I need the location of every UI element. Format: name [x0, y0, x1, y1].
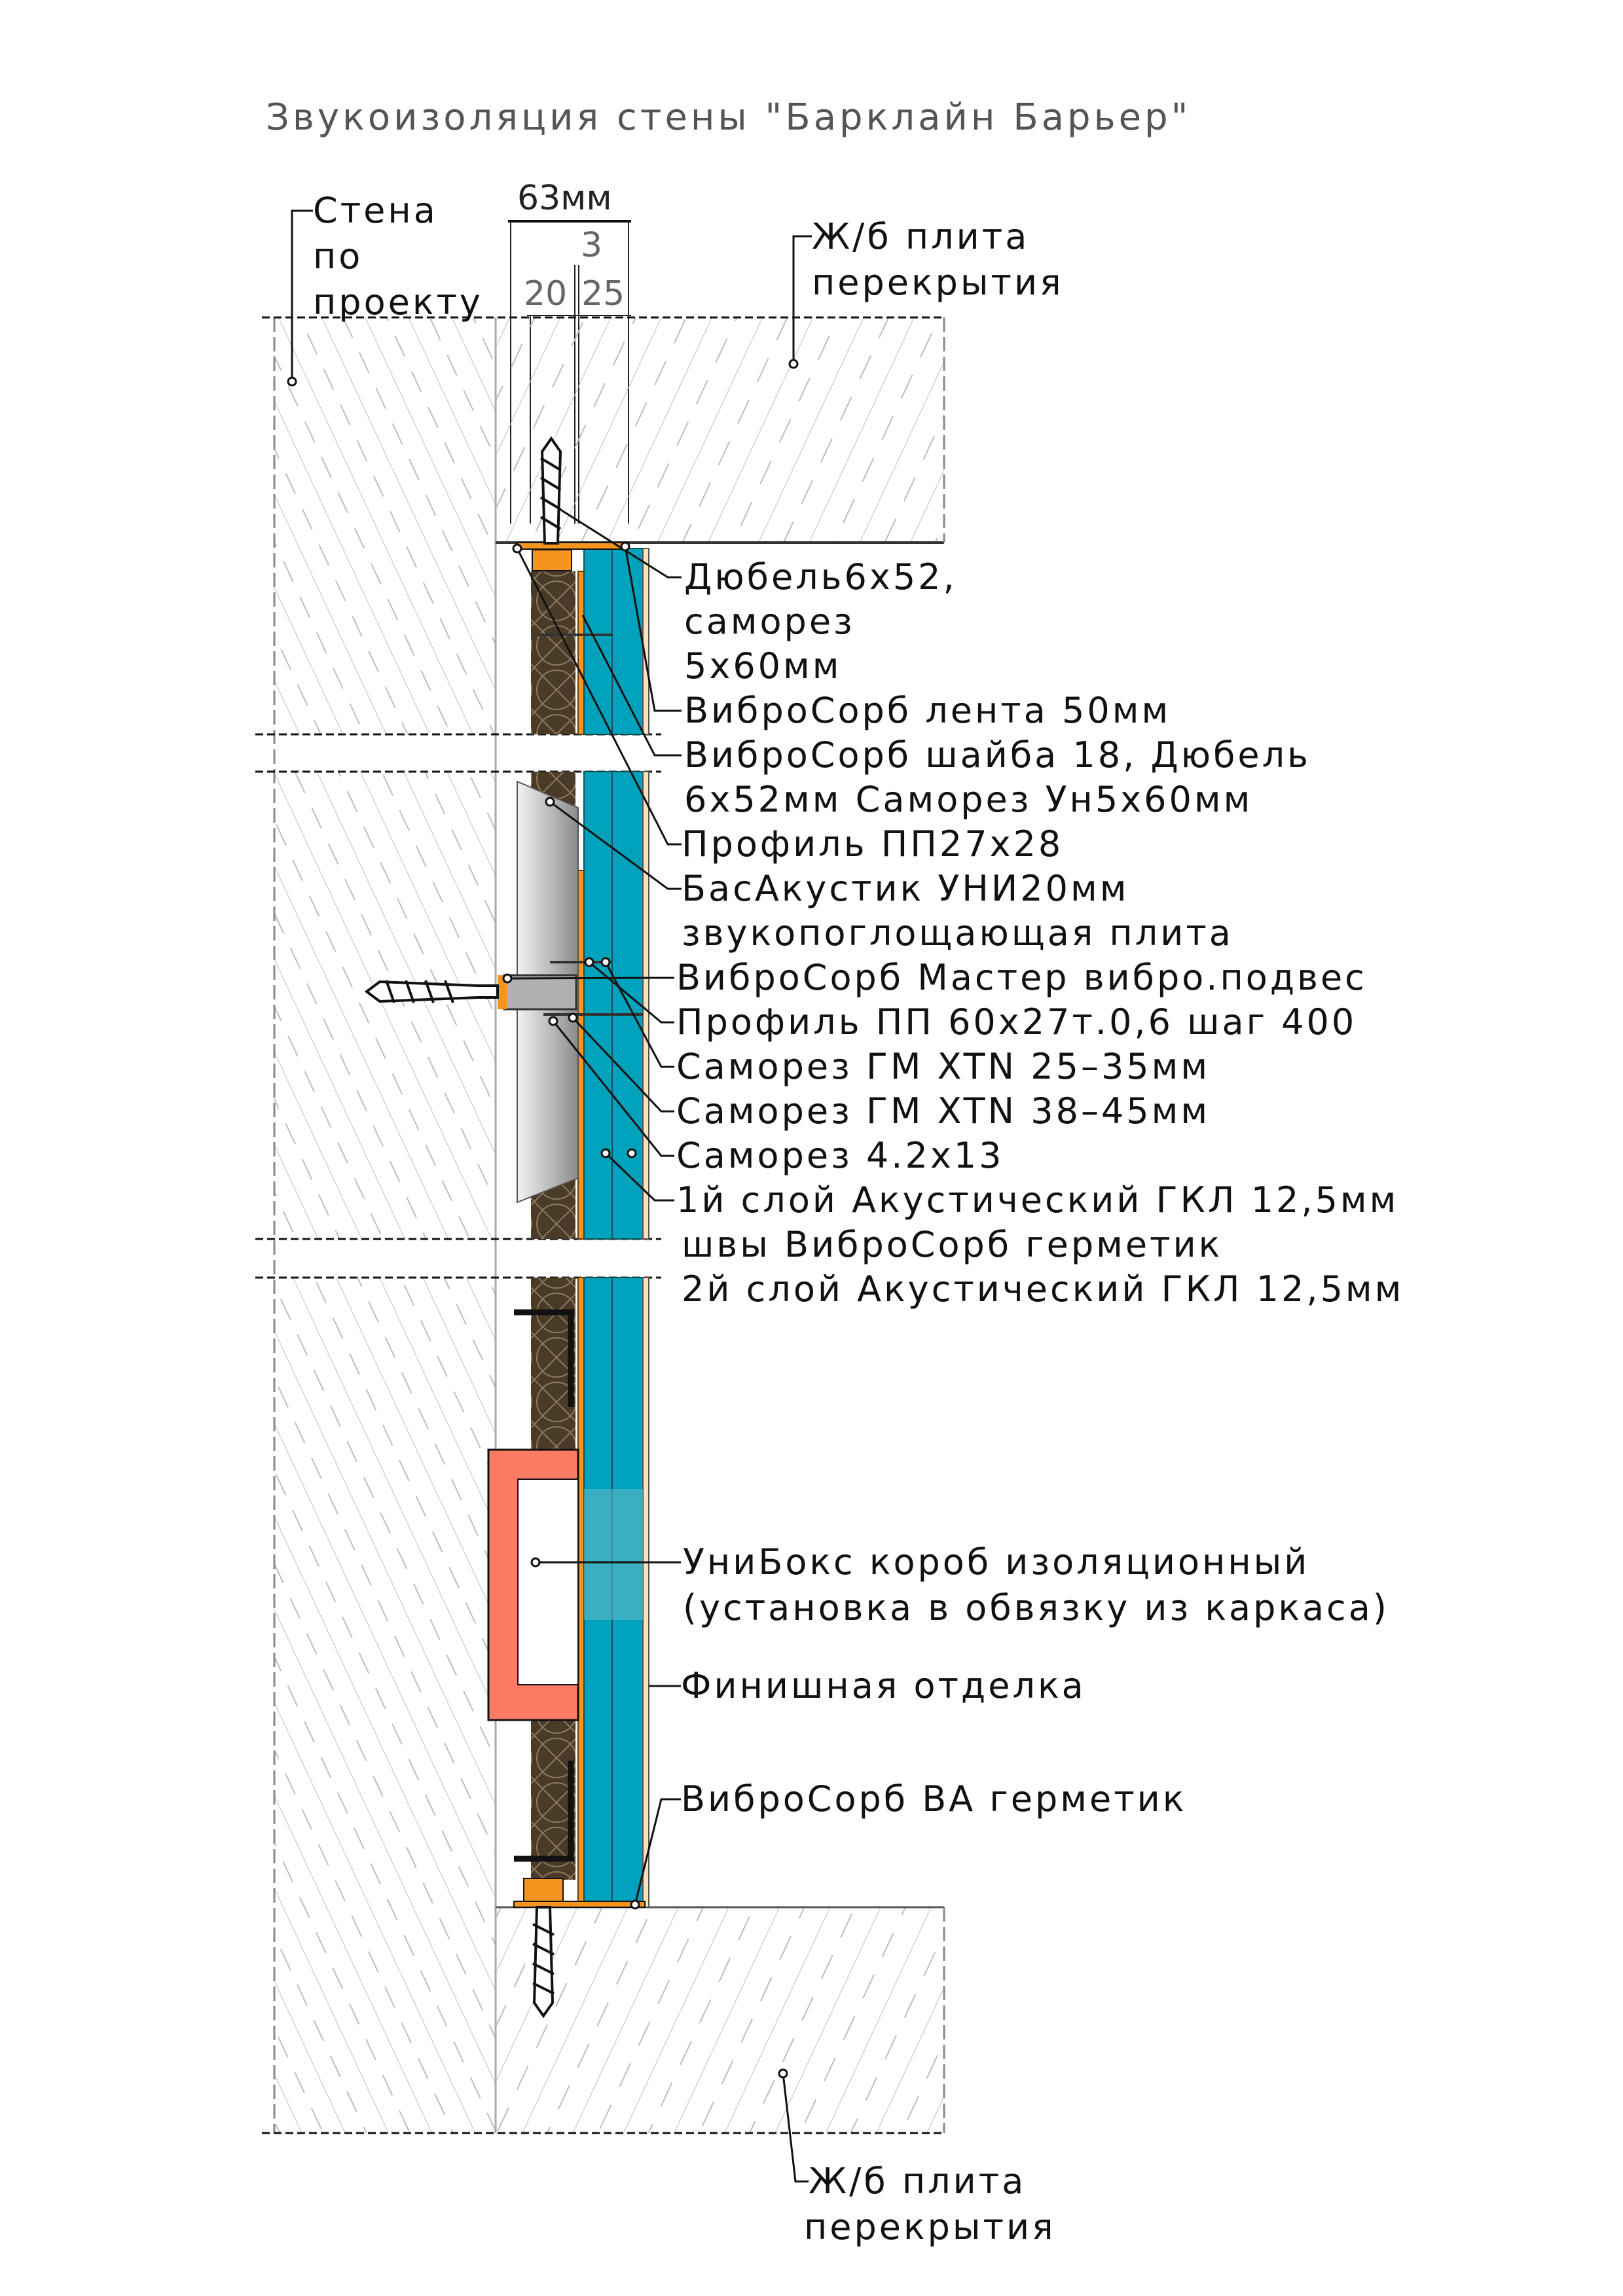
gkl-boards — [583, 548, 644, 1907]
label-dowel-2: саморез — [684, 601, 855, 642]
drawing-title: Звукоизоляция стены "Барклайн Барьер" — [266, 96, 1191, 139]
label-finish: Финишная отделка — [681, 1665, 1086, 1706]
label-wall-2: по — [313, 236, 363, 277]
anchor-icon — [364, 980, 499, 1003]
label-gkl-3: 2й слой Акустический ГКЛ 12,5мм — [682, 1268, 1404, 1310]
label-slab-bottom-1: Ж/б плита — [809, 2161, 1026, 2202]
label-slab-top-2: перекрытия — [812, 262, 1064, 303]
label-slab-top-1: Ж/б плита — [812, 216, 1029, 257]
dimension-block: 63мм 3 20 25 — [508, 179, 631, 524]
label-profile-27: Профиль ПП27х28 — [682, 823, 1063, 865]
label-sealant: ВиброСорб ВА герметик — [681, 1778, 1186, 1820]
label-hanger: ВиброСорб Мастер вибро.подвес — [676, 957, 1367, 998]
dowel-top-icon — [539, 436, 562, 545]
dim-total: 63мм — [517, 179, 612, 218]
label-washer-2: 6х52мм Саморез Ун5х60мм — [684, 779, 1252, 820]
label-screw-42: Саморез 4.2х13 — [676, 1135, 1004, 1176]
label-screw-25: Саморез ГМ XTN 25–35мм — [676, 1046, 1210, 1087]
label-dowel-3: 5х60мм — [684, 645, 842, 687]
top-profile — [517, 542, 629, 550]
frame-clips — [514, 1309, 574, 1862]
label-bas-2: звукопоглощающая плита — [682, 912, 1233, 954]
dim-left: 20 — [524, 274, 567, 314]
vibro-hanger — [503, 974, 577, 1011]
label-screw-38: Саморез ГМ XTN 38–45мм — [676, 1090, 1210, 1132]
leader-lines — [287, 209, 812, 2183]
dowel-bottom-icon — [532, 1906, 555, 2018]
label-bas-1: БасАкустик УНИ20мм — [682, 868, 1129, 909]
label-tape: ВиброСорб лента 50мм — [684, 690, 1171, 731]
dim-gap: 3 — [581, 226, 602, 265]
label-gkl-2: швы ВиброСорб герметик — [682, 1224, 1222, 1265]
label-unibox-2: (установка в обвязку из каркаса) — [683, 1587, 1389, 1628]
slab-bottom — [496, 1907, 944, 2133]
label-slab-bottom-2: перекрытия — [804, 2206, 1056, 2248]
slab-top — [496, 317, 944, 543]
label-wall-1: Стена — [313, 190, 438, 231]
label-dowel-1: Дюбель6х52, — [684, 556, 957, 598]
vibro-washer-top — [532, 549, 572, 571]
existing-wall — [273, 317, 497, 2133]
label-washer-1: ВиброСорб шайба 18, Дюбель — [684, 734, 1311, 776]
finish-layer — [642, 548, 649, 1908]
label-gkl-1: 1й слой Акустический ГКЛ 12,5мм — [676, 1179, 1398, 1221]
label-profile-60: Профиль ПП 60х27т.0,6 шаг 400 — [676, 1001, 1357, 1043]
label-unibox-1: УниБокс короб изоляционный — [683, 1541, 1309, 1583]
label-wall-3: проекту — [313, 281, 483, 323]
callout-labels: Стена по проекту Ж/б плита перекрытия Дю… — [313, 190, 1404, 2248]
unibox-cavity — [517, 1479, 579, 1685]
dim-right: 25 — [581, 274, 625, 314]
